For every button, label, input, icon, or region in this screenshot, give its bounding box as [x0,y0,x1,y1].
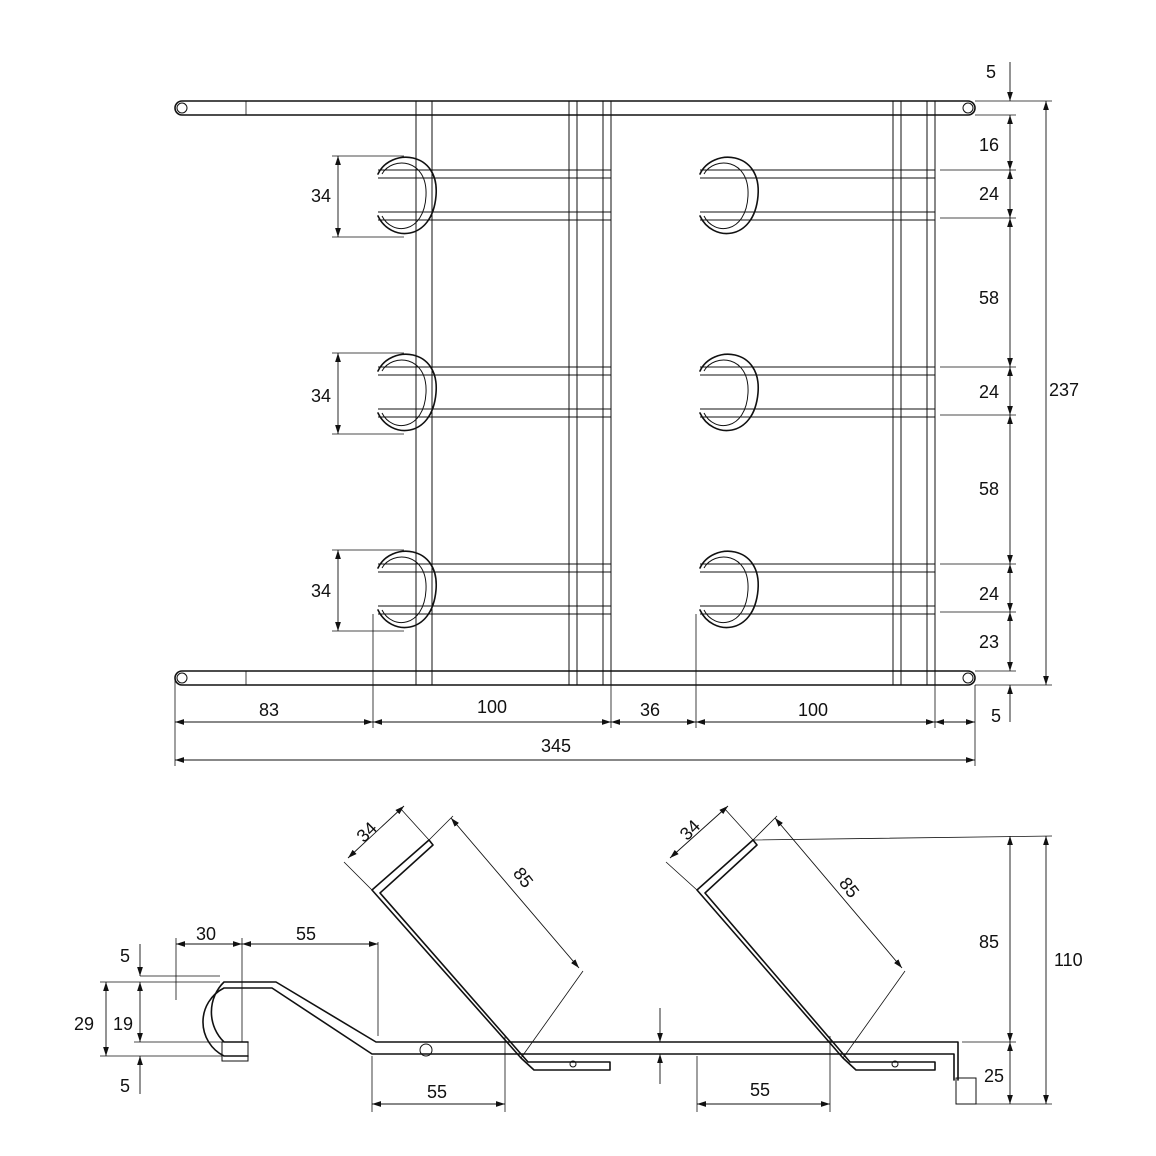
dim-hook2-depth: 34 [311,386,331,406]
right-arm-dimensions [665,805,1053,1059]
base-dimensions [371,1008,831,1112]
dim-left-frame-width: 100 [477,697,507,717]
left-rack-arm [371,839,611,1071]
bottom-dimension-chain [174,614,976,766]
side-view: 34 85 34 85 30 55 5 29 19 5 [74,805,1083,1112]
dim-left-arm-width: 34 [353,818,381,846]
dim-right-arm-width: 34 [676,816,704,844]
dim-hook-width: 30 [196,924,216,944]
dim-row3-to-bottom: 23 [979,632,999,652]
dim-left-arm-length: 85 [509,864,537,892]
left-arm-dimensions [343,805,584,1059]
dim-row3-pair: 24 [979,584,999,604]
dim-right-frame-width: 100 [798,700,828,720]
height-dimensions [962,836,1052,1105]
right-hook-bars [700,169,935,615]
dim-top-to-row1: 16 [979,135,999,155]
dim-hook-outer: 29 [74,1014,94,1034]
dim-hook-inner: 19 [113,1014,133,1034]
dim-arm-height: 85 [979,932,999,952]
dim-overall-width: 345 [541,736,571,756]
hook-depth-dimensions [332,155,404,632]
dim-hook3-depth: 34 [311,581,331,601]
hook-dimensions [100,938,379,1094]
dim-gap-top: 5 [986,62,996,82]
dim-overall-height: 237 [1049,380,1079,400]
dim-right-arm-length: 85 [835,874,863,902]
dim-left-offset: 83 [259,700,279,720]
left-hook-bars [378,169,611,615]
u-hooks [377,156,759,629]
dim-hook1-depth: 34 [311,186,331,206]
top-rail [174,100,976,116]
top-view: 5 16 24 58 24 58 24 23 5 237 34 34 34 8 [174,62,1079,766]
dim-total-height: 110 [1054,950,1083,970]
dim-leg-height: 25 [984,1066,1004,1086]
dim-hook-bottom-gap: 5 [120,1076,130,1096]
dim-right-base: 55 [750,1080,770,1100]
dim-row1-pair: 24 [979,184,999,204]
dim-row1-to-row2: 58 [979,288,999,308]
dim-left-base: 55 [427,1082,447,1102]
bottom-rail [174,670,976,686]
dim-row2-to-row3: 58 [979,479,999,499]
right-dimension-chain [940,62,1052,722]
dim-hook-to-bend: 55 [296,924,316,944]
dim-hook-top-gap: 5 [120,946,130,966]
right-rack-arm [696,839,936,1071]
base-rod [202,981,977,1105]
dim-gap-bottom: 5 [991,706,1001,726]
dim-row2-pair: 24 [979,382,999,402]
dim-center-gap: 36 [640,700,660,720]
uprights [245,101,936,685]
